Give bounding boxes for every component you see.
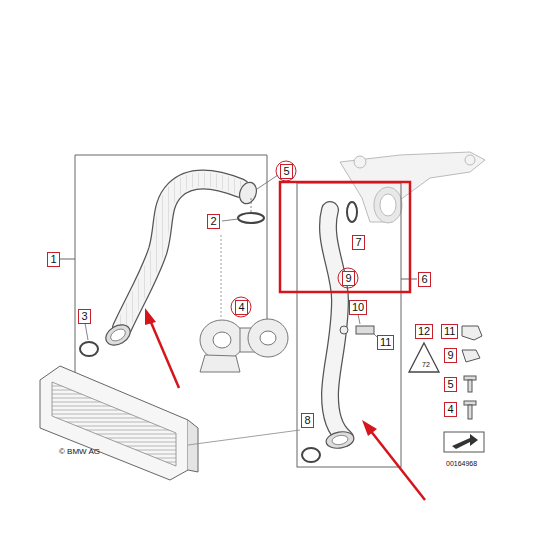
group-frame — [297, 183, 401, 467]
callout-number: 11 — [377, 335, 394, 350]
leader-line — [85, 323, 88, 340]
leader-line — [221, 235, 222, 318]
callout-number: 9 — [342, 271, 355, 286]
callout-number: 5 — [280, 164, 293, 179]
leader-line — [188, 430, 300, 445]
callout-number: 12 — [415, 324, 433, 339]
warning-triangle — [409, 343, 439, 372]
callout-number: 7 — [352, 235, 365, 250]
o-ring — [80, 342, 98, 356]
o-ring — [347, 202, 357, 222]
callout-number: 2 — [207, 214, 220, 229]
red-arrow — [145, 308, 425, 500]
callout-number: 3 — [78, 309, 91, 324]
callout-ring — [231, 161, 358, 317]
callout-number: 11 — [441, 324, 458, 339]
highlight-box — [280, 182, 410, 292]
label-text: 72 — [422, 361, 430, 368]
callout-number: 4 — [444, 402, 457, 417]
leader-line — [222, 219, 238, 221]
o-ring — [238, 213, 264, 223]
fastener-panel — [444, 326, 484, 452]
callout-number: 9 — [444, 348, 457, 363]
pressure-sensor — [340, 314, 380, 340]
label-text: © BMW AG — [59, 448, 100, 456]
group-frame — [75, 155, 267, 372]
o-ring — [302, 448, 320, 462]
turbocharger — [200, 319, 288, 372]
label-text: 00164968 — [446, 460, 477, 467]
leader-line — [257, 175, 278, 189]
callout-number: 4 — [235, 300, 248, 315]
leader-line — [251, 198, 252, 212]
callout-number: 8 — [301, 413, 314, 428]
callout-number: 1 — [47, 252, 60, 267]
callout-number: 10 — [349, 300, 367, 315]
intercooler — [40, 366, 300, 480]
engine-part — [340, 152, 485, 223]
callout-number: 5 — [444, 377, 457, 392]
callout-number: 6 — [418, 272, 431, 287]
leader-line — [60, 259, 75, 260]
